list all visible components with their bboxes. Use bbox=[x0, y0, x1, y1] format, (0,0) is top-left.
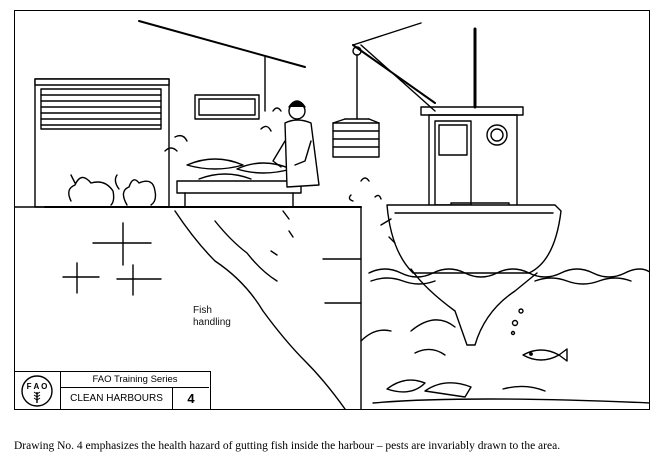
fish-shed bbox=[138, 20, 306, 120]
svg-text:F A O: F A O bbox=[27, 382, 48, 391]
quay-wall bbox=[15, 206, 362, 409]
warehouse-building bbox=[34, 78, 170, 208]
title-block: F A O FAO Training Series CLEAN HARBOURS… bbox=[15, 371, 211, 409]
underwater-fish bbox=[510, 308, 568, 362]
drawing-title: CLEAN HARBOURS bbox=[61, 388, 173, 409]
water-surface bbox=[368, 268, 649, 285]
drawing-caption: Drawing No. 4 emphasizes the health haza… bbox=[14, 440, 561, 452]
fao-logo-icon: F A O bbox=[21, 375, 53, 407]
drawing-number: 4 bbox=[187, 391, 195, 406]
fishing-boat bbox=[386, 27, 562, 346]
seabed bbox=[360, 319, 456, 356]
crane bbox=[332, 22, 436, 158]
fish-label-line2: handling bbox=[193, 317, 231, 328]
fish-worker bbox=[272, 100, 320, 188]
gutting-table bbox=[164, 107, 302, 208]
illustration-frame: Fish handling F A O FAO Training Series … bbox=[14, 10, 650, 410]
fish-handling-label: Fish handling bbox=[193, 305, 231, 329]
harbour-debris bbox=[270, 177, 649, 404]
cats bbox=[68, 174, 157, 206]
harbour-illustration bbox=[15, 20, 649, 409]
series-label: FAO Training Series bbox=[61, 372, 209, 388]
fao-logo: F A O bbox=[15, 372, 61, 409]
fish-label-line1: Fish bbox=[193, 305, 212, 316]
